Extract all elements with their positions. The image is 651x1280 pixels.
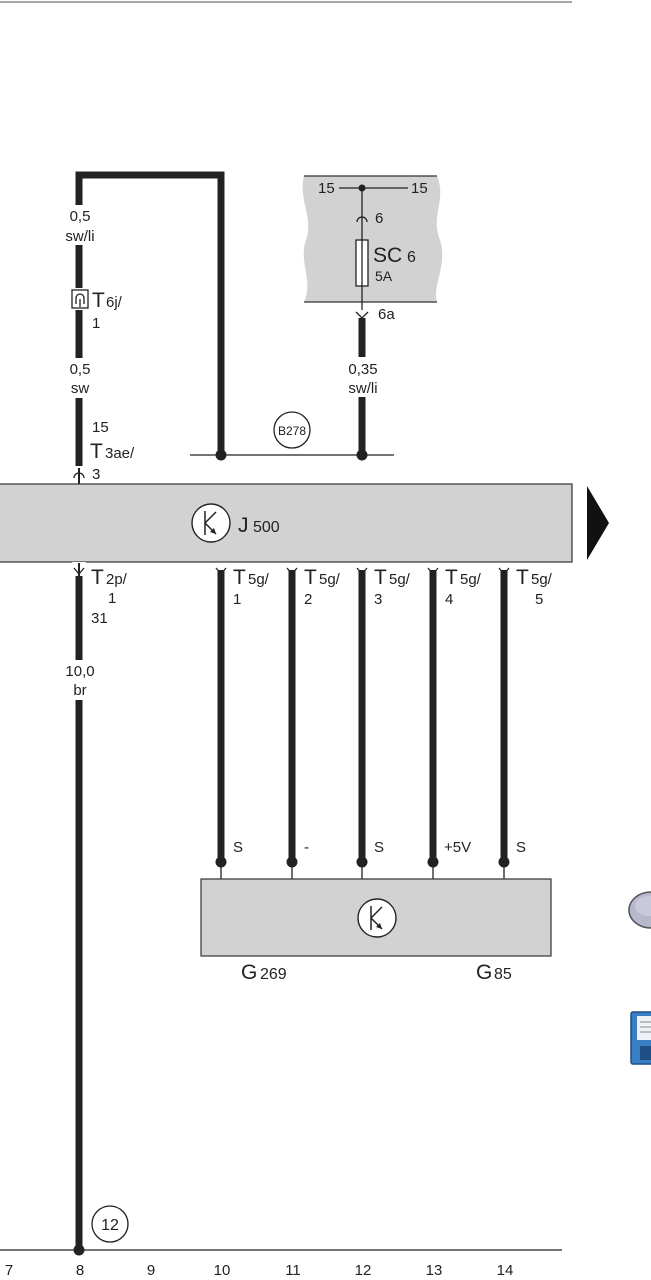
svg-text:5g/: 5g/ <box>248 571 270 588</box>
svg-text:500: 500 <box>253 519 280 536</box>
sensor-symbol-icon <box>370 906 383 930</box>
scale-number: 8 <box>76 1262 84 1279</box>
svg-text:S: S <box>233 839 243 856</box>
svg-text:5g/: 5g/ <box>389 571 411 588</box>
svg-text:6a: 6a <box>378 306 395 323</box>
svg-text:T: T <box>92 289 105 312</box>
sensor-box-g269-g85: G 269 G 85 <box>200 878 552 984</box>
left-wire-upper-label: 0,5 sw/li <box>62 205 98 245</box>
globe-icon[interactable] <box>628 891 651 929</box>
control-unit-j500: J 500 <box>0 483 573 563</box>
svg-text:sw: sw <box>71 380 90 397</box>
svg-text:1: 1 <box>108 590 116 607</box>
ground-reference: 12 <box>91 1205 129 1243</box>
svg-text:6j/: 6j/ <box>106 294 123 311</box>
scale-number: 7 <box>5 1262 13 1279</box>
svg-text:15: 15 <box>318 180 335 197</box>
next-page-arrow-icon[interactable] <box>587 486 609 560</box>
svg-text:31: 31 <box>91 610 108 627</box>
svg-text:B278: B278 <box>278 424 306 438</box>
connector-t6j: T 6j/ 1 <box>70 288 123 332</box>
svg-text:SC: SC <box>373 244 402 267</box>
svg-text:12: 12 <box>101 1217 119 1234</box>
sensor-wire: T 5g/ 1 S <box>215 566 270 879</box>
scale-number: 10 <box>214 1262 231 1279</box>
svg-text:269: 269 <box>260 966 287 983</box>
svg-text:0,35: 0,35 <box>348 361 377 378</box>
svg-text:15: 15 <box>411 180 428 197</box>
control-unit-symbol-icon <box>204 511 217 535</box>
sensor-wires: T 5g/ 1 S T 5g/ 2 - T 5g/ 3 S <box>215 566 553 879</box>
svg-text:-: - <box>304 839 309 856</box>
scale-number: 14 <box>497 1262 514 1279</box>
svg-text:T: T <box>516 566 529 589</box>
svg-text:T: T <box>374 566 387 589</box>
svg-text:3ae/: 3ae/ <box>105 445 135 462</box>
svg-text:6: 6 <box>375 210 383 227</box>
svg-text:sw/li: sw/li <box>65 228 94 245</box>
sensor-wire: T 5g/ 5 S <box>498 566 553 879</box>
svg-text:sw/li: sw/li <box>348 380 377 397</box>
svg-text:S: S <box>374 839 384 856</box>
svg-text:4: 4 <box>445 591 453 608</box>
svg-text:T: T <box>304 566 317 589</box>
sensor-wire: T 5g/ 3 S <box>356 566 411 879</box>
svg-text:5g/: 5g/ <box>319 571 341 588</box>
svg-text:3: 3 <box>374 591 382 608</box>
fuse-panel: 15 15 6 SC 6 5A <box>302 175 443 310</box>
svg-text:1: 1 <box>233 591 241 608</box>
svg-text:0,5: 0,5 <box>70 208 91 225</box>
svg-text:1: 1 <box>92 315 100 332</box>
sensor-wire: T 5g/ 2 - <box>286 566 341 879</box>
svg-text:br: br <box>73 682 86 699</box>
scale-number: 11 <box>285 1262 301 1279</box>
left-wire-lower-label: 0,5 sw <box>62 358 98 398</box>
svg-text:G: G <box>241 961 257 984</box>
ground-wire: T 2p/ 1 31 10,0 br <box>60 562 128 1250</box>
svg-text:2p/: 2p/ <box>106 571 128 588</box>
fuse-output-wire: 6a 0,35 sw/li <box>342 306 395 455</box>
svg-text:5: 5 <box>535 591 543 608</box>
svg-text:2: 2 <box>304 591 312 608</box>
svg-text:5g/: 5g/ <box>460 571 482 588</box>
svg-text:85: 85 <box>494 966 512 983</box>
svg-text:J: J <box>238 514 249 537</box>
sensor-wire: T 5g/ 4 +5V <box>427 566 482 879</box>
scale-number: 9 <box>147 1262 155 1279</box>
splice-b278: B278 <box>190 411 394 461</box>
scale-number: 13 <box>426 1262 443 1279</box>
svg-text:5A: 5A <box>375 268 393 284</box>
svg-text:0,5: 0,5 <box>70 361 91 378</box>
save-document-icon[interactable] <box>630 1011 651 1065</box>
svg-text:T: T <box>91 566 104 589</box>
svg-text:T: T <box>445 566 458 589</box>
svg-text:+5V: +5V <box>444 839 471 856</box>
svg-text:3: 3 <box>92 466 100 483</box>
svg-text:G: G <box>476 961 492 984</box>
svg-text:T: T <box>90 440 103 463</box>
connector-t3ae: 15 T 3ae/ 3 <box>72 419 135 484</box>
bottom-scale: 7 8 9 10 11 12 13 14 <box>5 1262 514 1279</box>
svg-text:15: 15 <box>92 419 109 436</box>
svg-text:10,0: 10,0 <box>65 663 94 680</box>
svg-text:6: 6 <box>407 249 416 266</box>
bottom-baseline <box>0 1244 562 1256</box>
svg-text:5g/: 5g/ <box>531 571 553 588</box>
svg-text:S: S <box>516 839 526 856</box>
scale-number: 12 <box>355 1262 372 1279</box>
svg-text:T: T <box>233 566 246 589</box>
top-loop-wire <box>75 171 225 474</box>
